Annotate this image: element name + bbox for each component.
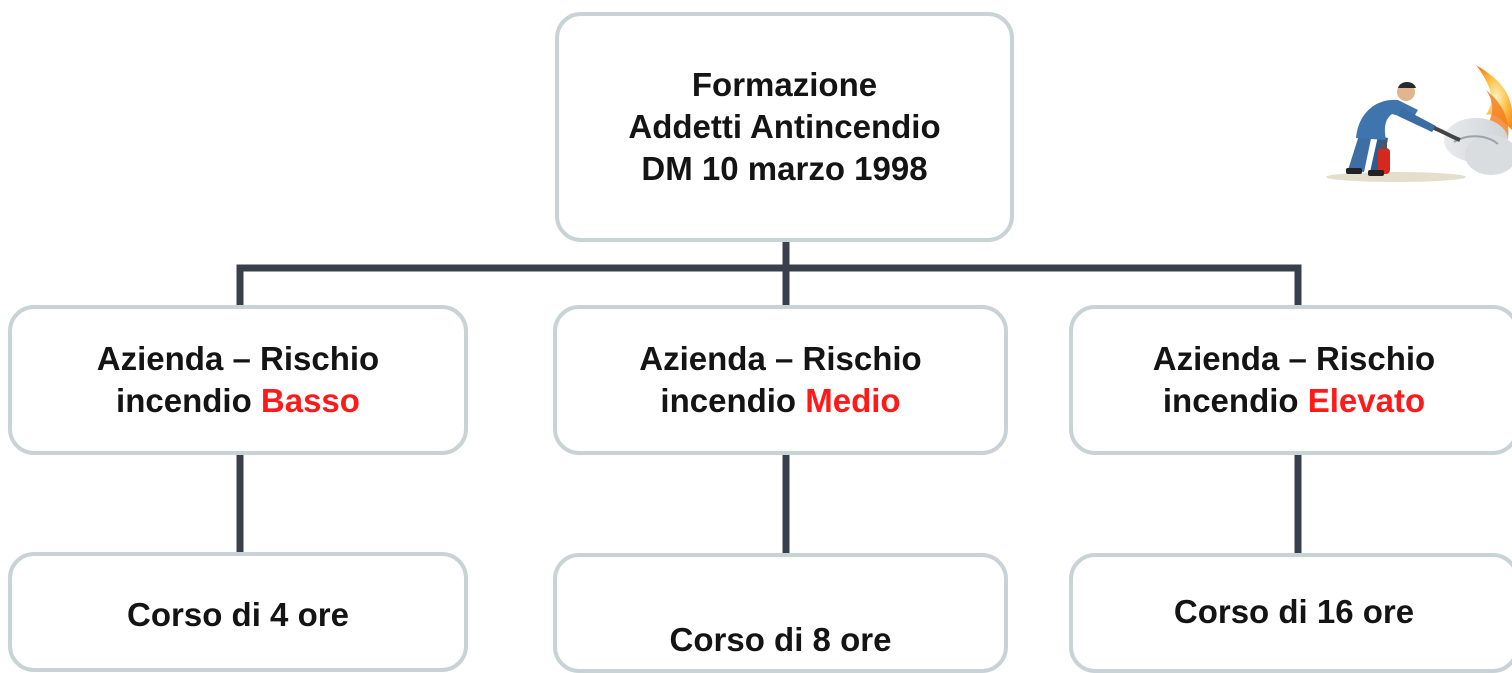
risk-node-basso: Azienda – Rischio incendio Basso bbox=[8, 305, 468, 455]
risk-prefix: incendio bbox=[660, 382, 806, 419]
risk-prefix: incendio bbox=[1162, 382, 1308, 419]
risk-node-level-line: incendio Elevato bbox=[1153, 380, 1435, 422]
risk-level-basso: Basso bbox=[260, 382, 360, 419]
root-title-line-2: Addetti Antincendio bbox=[628, 108, 941, 145]
course-node-8-ore: Corso di 8 ore bbox=[553, 553, 1008, 673]
course-label: Corso di 8 ore bbox=[669, 621, 892, 658]
risk-node-level-line: incendio Medio bbox=[639, 380, 921, 422]
root-title-line-3: DM 10 marzo 1998 bbox=[641, 150, 928, 187]
firefighter-extinguisher-icon bbox=[1326, 65, 1512, 182]
risk-level-medio: Medio bbox=[805, 382, 901, 419]
risk-level-elevato: Elevato bbox=[1307, 382, 1426, 419]
course-node-16-ore: Corso di 16 ore bbox=[1069, 553, 1512, 673]
root-title-line-1: Formazione bbox=[691, 66, 878, 103]
risk-node-level-line: incendio Basso bbox=[97, 380, 379, 422]
course-label: Corso di 4 ore bbox=[127, 596, 349, 633]
course-label: Corso di 16 ore bbox=[1173, 593, 1415, 630]
risk-prefix: incendio bbox=[116, 382, 261, 419]
root-node: Formazione Addetti Antincendio DM 10 mar… bbox=[555, 12, 1014, 242]
course-node-4-ore: Corso di 4 ore bbox=[8, 552, 468, 672]
risk-node-medio: Azienda – Rischio incendio Medio bbox=[553, 305, 1008, 455]
risk-node-elevato: Azienda – Rischio incendio Elevato bbox=[1069, 305, 1512, 455]
risk-node-label: Azienda – Rischio bbox=[96, 340, 380, 377]
risk-node-label: Azienda – Rischio bbox=[639, 340, 922, 377]
risk-node-label: Azienda – Rischio bbox=[1152, 340, 1436, 377]
